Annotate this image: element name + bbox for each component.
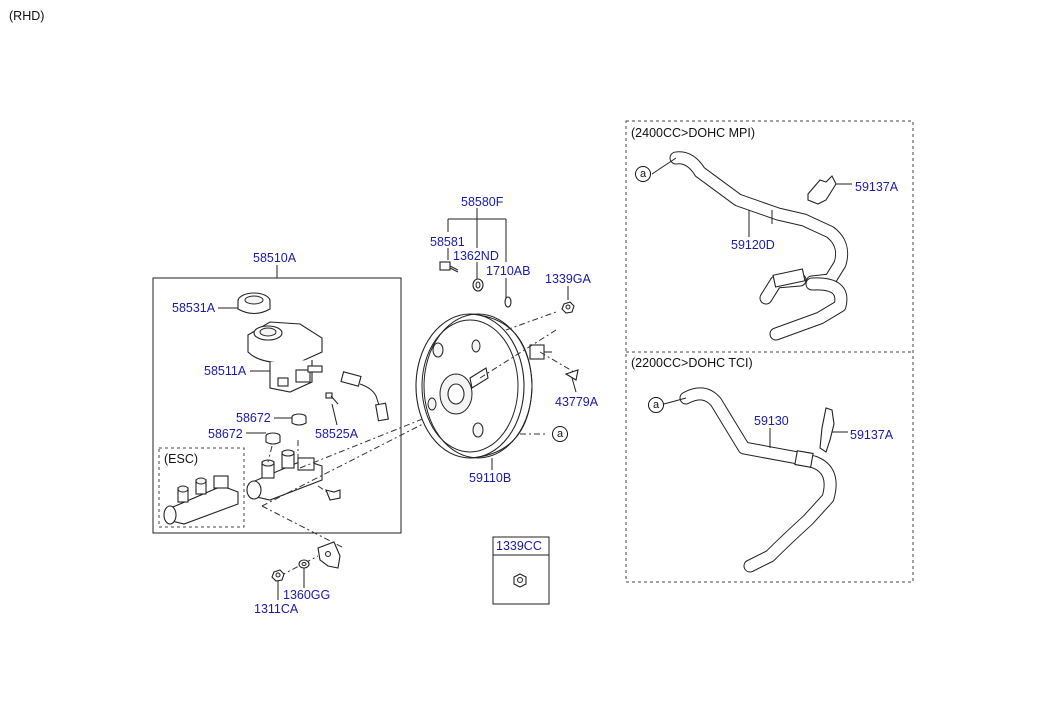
part-label-1362nd[interactable]: 1362ND <box>453 249 499 263</box>
washer-1360gg <box>298 559 310 569</box>
brake-booster <box>415 313 552 459</box>
mounting-bracket <box>317 541 341 569</box>
part-label-1339cc[interactable]: 1339CC <box>496 539 542 553</box>
part-label-1710ab[interactable]: 1710AB <box>486 264 531 278</box>
master-cylinder <box>246 449 341 501</box>
hose-bracket-tci <box>819 407 848 453</box>
part-label-59137a-tci[interactable]: 59137A <box>850 428 894 442</box>
part-label-58580f[interactable]: 58580F <box>461 195 504 209</box>
part-label-58581[interactable]: 58581 <box>430 235 465 249</box>
ref-marker-booster: a <box>552 426 568 442</box>
clip-43779a <box>564 369 579 393</box>
part-label-58511a[interactable]: 58511A <box>204 364 247 378</box>
level-sensor-connector <box>340 371 389 422</box>
part-1339cc-box <box>492 536 550 605</box>
part-label-59120d[interactable]: 59120D <box>731 238 775 252</box>
vacuum-hose-mpi <box>669 151 849 341</box>
esc-master-cylinder <box>163 475 239 525</box>
part-label-58672-upper[interactable]: 58672 <box>236 411 271 425</box>
mpi-group-title: (2400CC>DOHC MPI) <box>631 126 755 140</box>
washer-1362nd <box>472 278 484 292</box>
ref-marker-tci: a <box>648 397 664 413</box>
part-label-1311ca[interactable]: 1311CA <box>254 602 299 616</box>
tci-group-title: (2200CC>DOHC TCI) <box>631 356 753 370</box>
brake-fluid-reservoir <box>247 321 323 393</box>
sensor-bolt <box>325 392 339 426</box>
grommet-lower <box>265 432 281 445</box>
part-label-58672-lower[interactable]: 58672 <box>208 427 243 441</box>
part-label-58510a[interactable]: 58510A <box>253 251 297 265</box>
part-label-59130[interactable]: 59130 <box>754 414 789 428</box>
hose-bracket-mpi <box>807 175 852 205</box>
nut-1339ga <box>561 301 575 314</box>
part-label-1339ga[interactable]: 1339GA <box>545 272 591 286</box>
ref-marker-mpi: a <box>635 166 651 182</box>
variant-label: (RHD) <box>9 9 45 23</box>
bolt-58581 <box>439 261 459 273</box>
part-label-58531a[interactable]: 58531A <box>172 301 216 315</box>
oring-1710ab <box>504 296 512 308</box>
part-label-59137a-mpi[interactable]: 59137A <box>855 180 899 194</box>
esc-box <box>158 447 245 528</box>
part-label-43779a[interactable]: 43779A <box>555 395 599 409</box>
grommet-upper <box>291 413 307 426</box>
vacuum-hose-tci <box>679 387 837 573</box>
nut-1311ca <box>271 569 285 582</box>
part-label-59110b[interactable]: 59110B <box>469 471 512 485</box>
part-label-58525a[interactable]: 58525A <box>315 427 359 441</box>
engine-variant-box <box>625 120 914 583</box>
part-label-1360gg[interactable]: 1360GG <box>283 588 331 602</box>
nut-1339cc <box>513 573 527 588</box>
reservoir-cap <box>237 292 271 315</box>
esc-label: (ESC) <box>164 452 199 466</box>
